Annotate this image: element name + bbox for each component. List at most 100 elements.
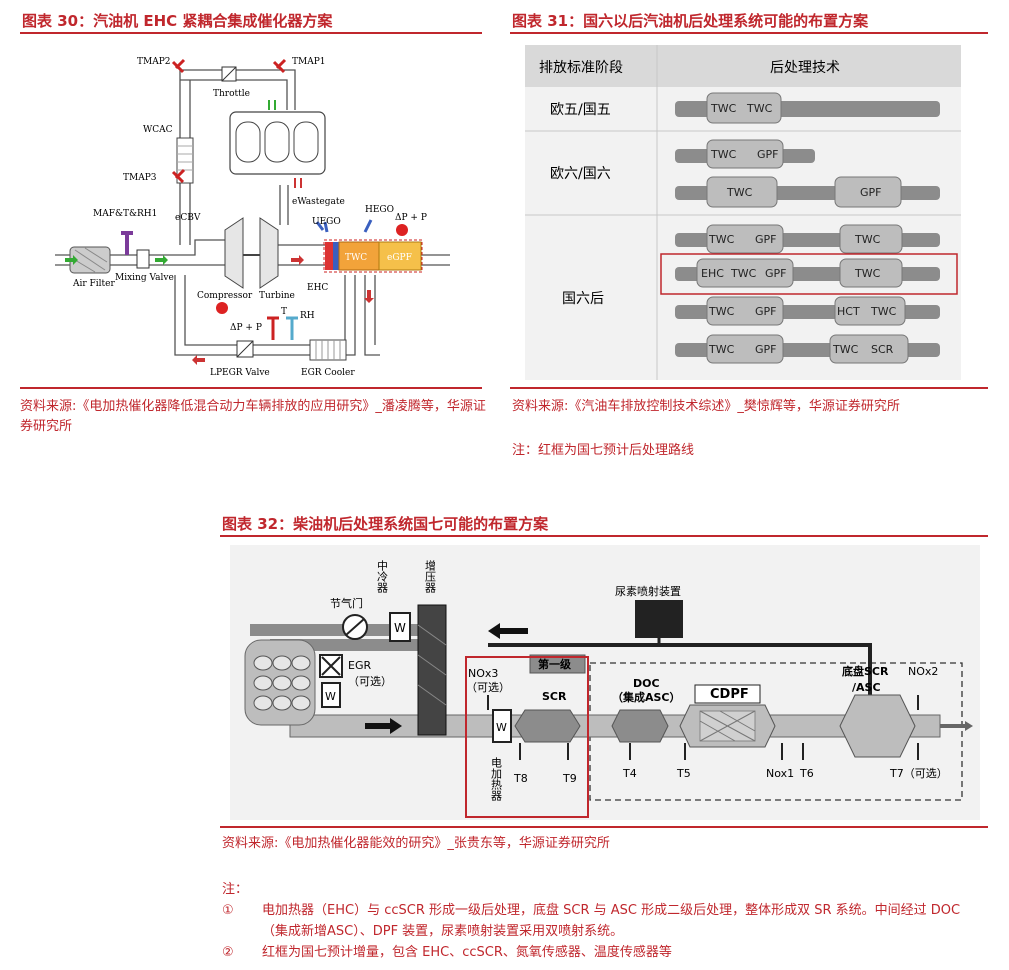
stage2-box: [589, 662, 963, 801]
label-twc: TWC: [345, 253, 367, 263]
china7-frame: [465, 656, 589, 818]
label-nox1: Nox1: [766, 767, 794, 780]
label-dp1: ΔP + P: [395, 213, 427, 223]
label-asc: /ASC: [852, 681, 881, 694]
fig32-title-rule: [220, 535, 988, 537]
mixing-valve: [136, 249, 150, 269]
label-throttle: Throttle: [213, 89, 250, 99]
layout-row-1: [675, 92, 940, 124]
label-t8: T8: [513, 772, 528, 785]
label-egr-cooler: EGR Cooler: [301, 368, 355, 378]
label-turbine: Turbine: [259, 291, 295, 301]
label-nox3-opt: （可选）: [466, 681, 510, 694]
fig32-notes: 注： ① 电加热器（EHC）与 ccSCR 形成一级后处理，底盘 SCR 与 A…: [222, 879, 982, 963]
label-stage1: 第一级: [538, 657, 572, 671]
label-heater: 电加热器: [490, 757, 503, 802]
label-ewastegate: eWastegate: [292, 197, 345, 207]
fig30-diagram: TMAP2 TMAP1 Throttle WCAC TMAP3 MAF&T&RH…: [55, 50, 460, 380]
brick-gpf: GPF: [755, 233, 776, 246]
fig32-diagram: W W W: [230, 545, 980, 820]
label-t7: T7（可选）: [889, 767, 948, 780]
fig30-source: 资料来源:《电加热催化器降低混合动力车辆排放的应用研究》_潘凌腾等，华源证券研究…: [20, 399, 486, 434]
label-throttle: 节气门: [330, 596, 363, 610]
label-doc: DOC: [633, 677, 660, 690]
brick-twc: TWC: [730, 267, 757, 280]
label-egr-opt: （可选）: [348, 675, 392, 688]
brick-gpf: GPF: [765, 267, 786, 280]
fig32-title: 图表 32：柴油机后处理系统国七可能的布置方案: [222, 515, 549, 533]
label-floor-scr: 底盘SCR: [842, 664, 889, 678]
urea-injector: [635, 600, 683, 638]
note-item: ② 红框为国七预计增量，包含 EHC、ccSCR、氮氧传感器、温度传感器等: [222, 942, 982, 963]
brick-twc: TWC: [832, 343, 859, 356]
label-egpf: eGPF: [387, 253, 412, 263]
engine-block: [229, 100, 326, 188]
label-intercooler: 中冷器: [376, 560, 389, 594]
label-doc-asc: （集成ASC）: [612, 690, 681, 704]
fig30-title: 图表 30：汽油机 EHC 紧耦合集成催化器方案: [22, 12, 333, 30]
turbine: [259, 217, 279, 289]
intercooler: [389, 612, 411, 642]
label-tmap2: TMAP2: [137, 57, 171, 67]
compressor: [224, 217, 244, 289]
label-t5: T5: [676, 767, 691, 780]
label-t6: T6: [799, 767, 814, 780]
brick-twc: TWC: [708, 343, 735, 356]
label-dp2: ΔP + P: [230, 323, 262, 333]
brick-twc: TWC: [854, 233, 881, 246]
stage-euro5: 欧五/国五: [550, 102, 611, 118]
ehc-heater: [492, 709, 512, 743]
brick-twc: TWC: [710, 148, 737, 161]
brick-gpf: GPF: [755, 305, 776, 318]
label-air-filter: Air Filter: [72, 279, 115, 289]
fig30-source-rule: [20, 387, 482, 389]
label-uego: UEGO: [312, 217, 341, 227]
label-t4: T4: [622, 767, 637, 780]
note-item: ① 电加热器（EHC）与 ccSCR 形成一级后处理，底盘 SCR 与 ASC …: [222, 900, 982, 942]
fig31-title-rule: [510, 32, 988, 34]
fig31-title: 图表 31：国六以后汽油机后处理系统可能的布置方案: [512, 12, 869, 30]
fig31-table: 排放标准阶段 后处理技术 欧五/国五 欧六/国六 国六后: [525, 45, 961, 380]
label-hego: HEGO: [365, 205, 394, 215]
sensors: [121, 58, 408, 340]
label-wcac: WCAC: [143, 125, 173, 135]
layout-row-2: [675, 139, 940, 208]
svg-text:W: W: [325, 690, 336, 703]
svg-text:W: W: [394, 621, 406, 635]
brick-gpf: GPF: [757, 148, 778, 161]
fig32-source-rule: [220, 826, 988, 828]
stage-euro6: 欧六/国六: [550, 166, 611, 182]
brick-hct: HCT: [837, 305, 860, 318]
svg-text:W: W: [496, 721, 507, 734]
note-number: ①: [222, 903, 234, 918]
egpf-brick: [378, 241, 422, 271]
note-text: 红框为国七预计增量，包含 EHC、ccSCR、氮氧传感器、温度传感器等: [262, 945, 672, 960]
fig31-source-rule: [510, 387, 988, 389]
label-urea: 尿素喷射装置: [615, 584, 681, 598]
floor-scr-asc: [839, 694, 916, 758]
fig30-title-rule: [20, 32, 482, 34]
brick-gpf: GPF: [860, 186, 881, 199]
brick-twc: TWC: [708, 305, 735, 318]
label-t: T: [281, 307, 287, 317]
label-nox2: NOx2: [908, 665, 938, 678]
label-lpegr: LPEGR Valve: [210, 368, 270, 378]
header-stage: 排放标准阶段: [539, 60, 623, 76]
label-compressor: Compressor: [197, 291, 253, 301]
brick-twc: TWC: [870, 305, 897, 318]
brick-twc: TWC: [854, 267, 881, 280]
label-tmap3: TMAP3: [123, 173, 157, 183]
note-text: 电加热器（EHC）与 ccSCR 形成一级后处理，底盘 SCR 与 ASC 形成…: [262, 903, 961, 939]
label-ehc: EHC: [307, 283, 328, 293]
layout-row-3: [675, 224, 940, 364]
label-maf: MAF&T&RH1: [93, 209, 157, 219]
brick-twc: TWC: [710, 102, 737, 115]
brick-twc: TWC: [746, 102, 773, 115]
engine: [244, 639, 316, 726]
brick-gpf: GPF: [755, 343, 776, 356]
china7-frame: [660, 253, 958, 295]
fig31-note: 注：红框为国七预计后处理路线: [512, 443, 695, 458]
stage-post-cn6: 国六后: [562, 291, 604, 307]
turbocharger: [417, 604, 447, 736]
note-number: ②: [222, 945, 234, 960]
